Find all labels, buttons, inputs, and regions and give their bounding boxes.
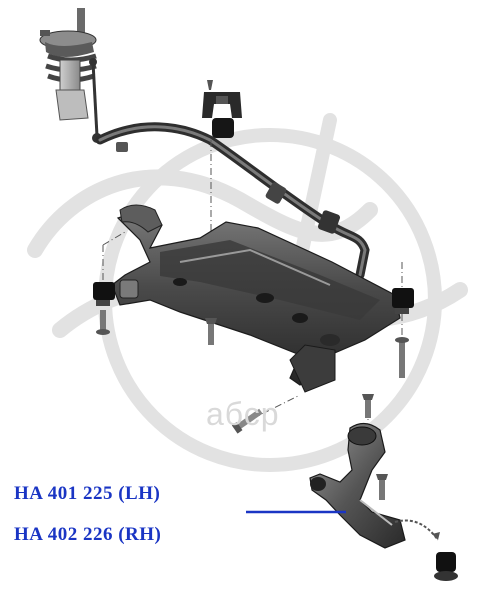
part-number-rh: HA 402 226 (RH) — [14, 524, 162, 545]
bolts — [205, 318, 388, 500]
watermark-text: aбсp — [206, 396, 280, 432]
lower-control-arm — [309, 422, 406, 549]
subframe-mount-right — [392, 288, 414, 378]
control-arm-rear-bushing — [394, 519, 458, 581]
watermark-swoosh-top — [27, 169, 378, 258]
subframe-mount-left — [93, 282, 115, 335]
front-subframe — [111, 204, 401, 393]
stabilizer-bar — [95, 122, 370, 280]
stabilizer-link — [89, 58, 102, 143]
stabilizer-bracket — [202, 80, 242, 138]
strut-assembly — [39, 8, 97, 121]
part-number-lh: HA 401 225 (LH) — [14, 483, 161, 504]
